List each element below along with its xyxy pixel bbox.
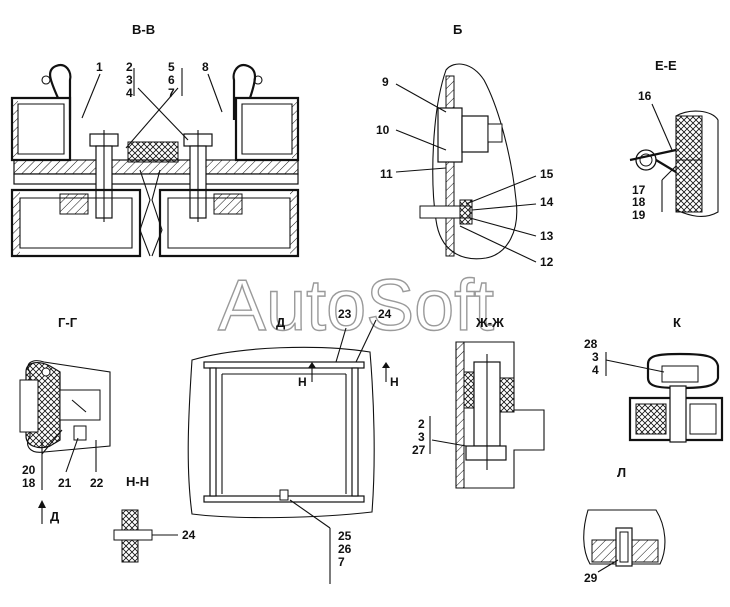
callout-26: 26 bbox=[338, 542, 352, 556]
callout-11: 11 bbox=[380, 167, 393, 181]
callout-18: 18 bbox=[632, 195, 646, 209]
view-gg-title: Г-Г bbox=[58, 315, 78, 330]
view-zhzh: Ж-Ж 2 3 27 bbox=[412, 315, 545, 489]
callout-28: 28 bbox=[584, 337, 598, 351]
view-gg: Г-Г 20 18 21 22 Д bbox=[19, 315, 111, 524]
callout-10: 10 bbox=[376, 123, 390, 137]
callout-24b: 24 bbox=[182, 528, 196, 542]
callout-16: 16 bbox=[638, 89, 652, 103]
callout-22: 22 bbox=[90, 476, 104, 490]
callout-9: 9 bbox=[382, 75, 389, 89]
callout-zh3: 3 bbox=[418, 430, 425, 444]
view-vv: В-В bbox=[10, 22, 300, 258]
callout-4: 4 bbox=[126, 86, 133, 100]
view-b: Б 9 10 11 15 14 13 12 bbox=[376, 22, 554, 269]
view-l-title: Л bbox=[617, 465, 626, 480]
callout-25: 25 bbox=[338, 529, 352, 543]
callout-13: 13 bbox=[540, 229, 554, 243]
callout-8: 8 bbox=[202, 60, 209, 74]
callout-7b: 7 bbox=[338, 555, 345, 569]
view-ee-title: Е-Е bbox=[655, 58, 677, 73]
callout-k4: 4 bbox=[592, 363, 599, 377]
callout-14: 14 bbox=[540, 195, 554, 209]
view-b-title: Б bbox=[453, 22, 462, 37]
view-zhzh-title: Ж-Ж bbox=[475, 315, 504, 330]
callout-20: 20 bbox=[22, 463, 36, 477]
callout-15: 15 bbox=[540, 167, 554, 181]
view-k: К 28 3 4 bbox=[584, 315, 724, 443]
callout-7: 7 bbox=[168, 86, 175, 100]
view-nn-title: Н-Н bbox=[126, 474, 149, 489]
view-ee: Е-Е 16 17 18 19 bbox=[629, 58, 719, 222]
callout-k3: 3 bbox=[592, 350, 599, 364]
section-mark-h-left: Н bbox=[298, 375, 307, 389]
callout-zh2: 2 bbox=[418, 417, 425, 431]
view-d-title: Д bbox=[276, 315, 286, 330]
callout-24: 24 bbox=[378, 307, 392, 321]
view-arrow-d-label: Д bbox=[50, 509, 60, 524]
callout-29: 29 bbox=[584, 571, 598, 585]
callout-27: 27 bbox=[412, 443, 426, 457]
section-mark-h-right: Н bbox=[390, 375, 399, 389]
callout-21: 21 bbox=[58, 476, 72, 490]
callout-17: 17 bbox=[632, 183, 646, 197]
callout-3: 3 bbox=[126, 73, 133, 87]
callout-12: 12 bbox=[540, 255, 554, 269]
view-nn: Н-Н 24 bbox=[113, 474, 196, 563]
view-k-title: К bbox=[673, 315, 681, 330]
callout-6: 6 bbox=[168, 73, 175, 87]
view-d: Д 23 24 Н Н 25 26 7 bbox=[187, 307, 399, 584]
view-l: Л 29 bbox=[583, 465, 666, 585]
view-vv-title: В-В bbox=[132, 22, 155, 37]
callout-18b: 18 bbox=[22, 476, 36, 490]
callout-23: 23 bbox=[338, 307, 352, 321]
callout-2: 2 bbox=[126, 60, 133, 74]
callout-19: 19 bbox=[632, 208, 646, 222]
callout-1: 1 bbox=[96, 60, 103, 74]
callout-5: 5 bbox=[168, 60, 175, 74]
watermark-text: AutoSoft bbox=[218, 266, 494, 346]
